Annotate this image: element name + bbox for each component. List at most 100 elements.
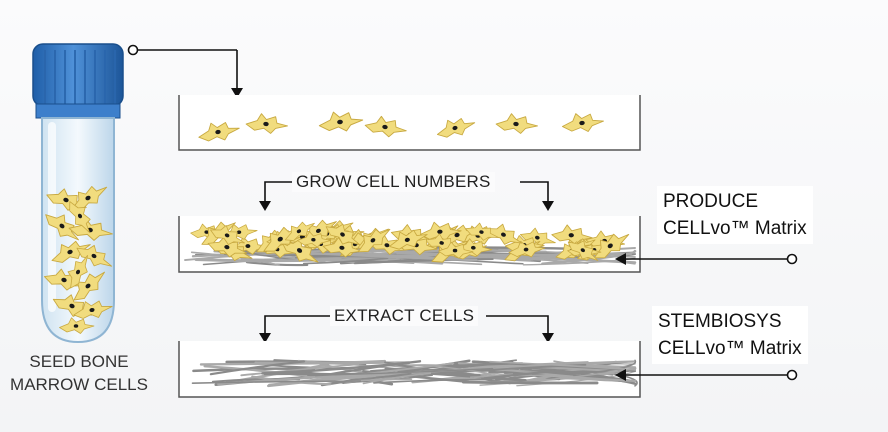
dish-extracted-matrix: [191, 359, 638, 388]
cell: [495, 113, 538, 134]
cell-nucleus: [77, 213, 83, 219]
cell-nucleus: [479, 230, 484, 234]
cell: [436, 117, 476, 138]
cell-nucleus: [296, 229, 302, 234]
cell-nucleus: [245, 244, 251, 249]
cell-nucleus: [204, 230, 209, 234]
label-seed: SEED BONE MARROW CELLS: [0, 350, 158, 396]
cell: [297, 231, 332, 248]
matrix-fiber: [194, 258, 342, 263]
arrow-stembiosys: [615, 369, 626, 381]
matrix-fiber: [375, 363, 587, 379]
cell-nucleus: [91, 253, 97, 259]
cell-nucleus: [384, 243, 390, 248]
cell: [567, 240, 599, 261]
cell-nucleus: [501, 232, 506, 237]
cell: [357, 228, 391, 253]
matrix-fiber: [489, 360, 636, 371]
matrix-fiber: [365, 245, 442, 257]
arrow-grow-right: [542, 201, 554, 211]
cell-nucleus: [59, 223, 65, 229]
cell-nucleus: [311, 238, 316, 242]
arrow-extract-left: [259, 333, 271, 343]
cell-nucleus: [337, 119, 343, 125]
cell: [551, 224, 593, 246]
cell-nucleus: [568, 233, 574, 238]
label-extract: EXTRACT CELLS: [330, 306, 479, 326]
cell: [198, 122, 240, 142]
matrix-fiber: [307, 367, 494, 377]
cell-nucleus: [439, 241, 444, 245]
cell: [210, 225, 245, 245]
cell-nucleus: [607, 243, 613, 249]
connector-produce: [625, 253, 798, 265]
cell-nucleus: [452, 248, 458, 253]
cell: [322, 237, 363, 258]
cell-nucleus: [523, 247, 529, 252]
arrow-seed: [231, 88, 243, 98]
cell-nucleus: [236, 230, 242, 235]
cell-nucleus: [339, 245, 345, 250]
cell-nucleus: [454, 232, 460, 238]
label-stembiosys-line2: CELLvo™ Matrix: [658, 338, 802, 359]
cell-nucleus: [296, 248, 303, 253]
test-tube: [32, 43, 124, 344]
dish-seeded: [178, 95, 641, 151]
label-stembiosys: STEMBIOSYS CELLvo™ Matrix: [652, 306, 808, 364]
cell-nucleus: [579, 120, 585, 126]
tube-cells: [43, 186, 113, 334]
cell-nucleus: [404, 237, 410, 242]
cell-nucleus: [75, 269, 81, 275]
cell-nucleus: [370, 238, 376, 243]
cell-nucleus: [85, 283, 91, 289]
cell: [364, 115, 407, 138]
cell: [389, 229, 428, 250]
cell-nucleus: [73, 324, 79, 328]
matrix-fiber: [209, 360, 306, 376]
cell-nucleus: [224, 244, 230, 250]
matrix-fiber: [483, 370, 555, 380]
bracket-grow: [264, 181, 549, 204]
cell-nucleus: [85, 195, 91, 201]
cell: [73, 300, 113, 319]
label-stembiosys-line1: STEMBIOSYS: [658, 311, 782, 332]
cell-nucleus: [69, 303, 75, 309]
bracket-extract: [264, 315, 549, 336]
label-seed-line2: MARROW CELLS: [10, 375, 148, 394]
cell-nucleus: [513, 121, 519, 127]
arrow-grow-left: [259, 201, 271, 211]
cell-nucleus: [340, 232, 345, 237]
cell: [561, 113, 604, 132]
matrix-fiber: [203, 365, 316, 379]
matrix-fiber: [191, 380, 362, 384]
cell: [284, 221, 315, 241]
matrix-fiber: [362, 372, 432, 385]
cell-nucleus: [535, 235, 540, 240]
matrix-fiber: [369, 362, 524, 373]
label-seed-line1: SEED BONE: [29, 352, 129, 371]
cell-nucleus: [382, 124, 388, 130]
cell-nucleus: [67, 249, 73, 255]
cell: [318, 111, 364, 132]
cell: [76, 244, 113, 267]
cell-nucleus: [452, 125, 458, 131]
cell: [67, 254, 89, 289]
cell-nucleus: [224, 233, 230, 238]
connector-seed: [127, 44, 238, 92]
cell: [485, 223, 523, 245]
arrow-produce: [615, 253, 626, 265]
matrix-fiber: [461, 380, 599, 385]
cell-nucleus: [470, 245, 476, 250]
cell: [71, 186, 108, 211]
cell-nucleus: [61, 277, 67, 283]
cell: [69, 201, 91, 234]
tube-cap: [32, 43, 124, 107]
connector-stembiosys: [625, 369, 798, 381]
arrow-extract-right: [542, 333, 554, 343]
matrix-fiber: [548, 374, 637, 382]
matrix-fiber: [199, 361, 411, 366]
cell-nucleus: [63, 197, 69, 203]
cell: [245, 113, 288, 134]
